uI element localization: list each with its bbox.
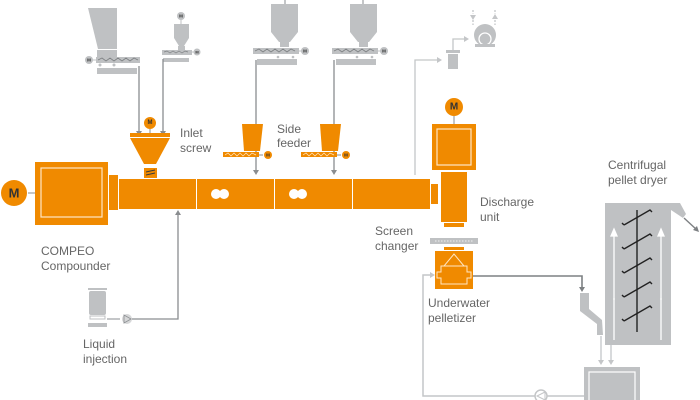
motor-icon: M [380,47,388,55]
label-underwater-pelletizer: Underwater [428,296,490,310]
svg-text:M: M [9,186,20,201]
water-circuit [422,272,614,400]
label-screen-changer: Screen [375,224,413,238]
motor-icon: M [301,47,309,55]
label-liquid-injection: Liquid [83,337,115,351]
water-separator [580,293,603,335]
underwater-pelletizer [435,247,473,289]
water-tank [584,367,640,400]
gravimetric-feeder-1: M [85,8,140,74]
liquid-injection [88,210,181,327]
gravimetric-feeder-2: M M [162,12,201,62]
label-inlet-screw: Inlet [180,126,203,140]
centrifugal-pellet-dryer [605,203,699,345]
svg-text:M: M [266,153,270,158]
motor-icon: M [445,98,463,116]
inlet-screw: M [130,117,170,178]
label-discharge-unit-2: unit [480,210,500,224]
side-feeder-2: M [301,124,350,159]
svg-text:M: M [179,14,183,19]
svg-text:M: M [148,120,153,126]
label-side-feeder: Side [277,122,301,136]
screen-changer [430,238,478,244]
label-discharge-unit: Discharge [480,195,534,209]
feed-lines [136,59,337,175]
vacuum-degassing [414,10,498,175]
svg-text:M: M [382,49,386,54]
motor-icon: M [85,56,93,64]
main-motor: M [1,180,35,206]
pump-icon [122,314,132,324]
label-underwater-pelletizer-2: pelletizer [428,311,476,325]
gravimetric-feeder-3: M [253,0,309,65]
motor-icon: M [264,151,272,159]
extruder-barrel [119,179,438,209]
label-side-feeder-2: feeder [277,136,311,150]
label-liquid-injection-2: injection [83,352,127,366]
water-pump-icon [534,389,548,400]
svg-text:M: M [303,49,307,54]
discharge-unit: M [432,98,476,227]
label-pellet-dryer: Centrifugal [608,158,666,172]
vacuum-pump-icon [470,10,498,47]
svg-text:M: M [344,153,348,158]
label-compounder: COMPEO [41,244,94,258]
label-screen-changer-2: changer [375,239,418,253]
motor-icon: M [193,48,201,56]
label-compounder-2: Compounder [41,259,110,273]
label-pellet-dryer-2: pellet dryer [608,173,667,187]
kneading-element-icon [211,189,307,199]
svg-text:M: M [87,58,91,63]
motor-icon: M [177,12,185,20]
label-inlet-screw-2: screw [180,141,212,155]
svg-text:M: M [450,102,458,113]
gravimetric-feeder-4: M [332,0,388,65]
motor-icon: M [144,117,156,129]
motor-icon: M [342,151,350,159]
side-feeder-1: M [223,124,272,159]
svg-text:M: M [195,50,199,55]
gearbox [35,162,118,225]
